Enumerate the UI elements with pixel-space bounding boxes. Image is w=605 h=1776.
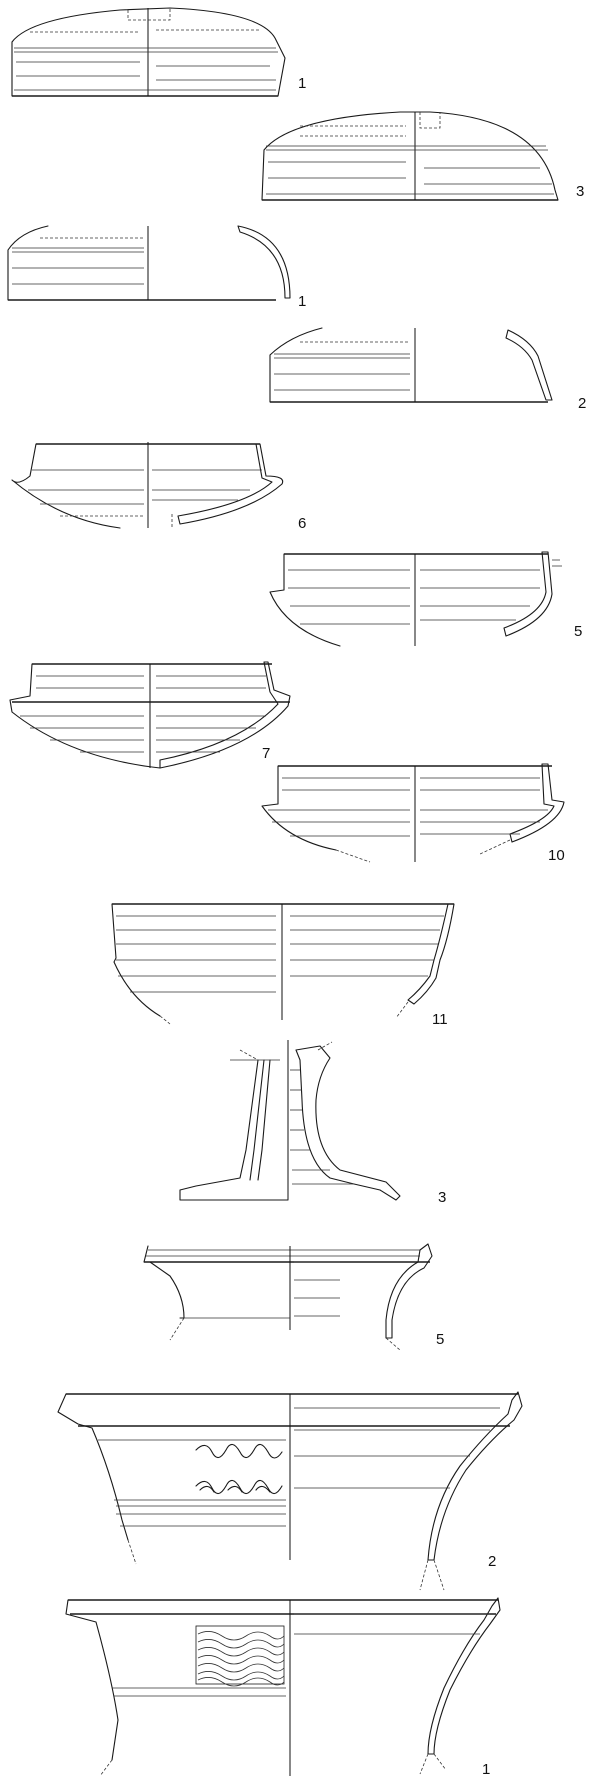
- vessel-label-6: 6: [298, 515, 306, 532]
- vessel-label-2-jar: 2: [488, 1553, 496, 1570]
- vessel-label-5-bowl: 5: [574, 623, 582, 640]
- vessel-label-5-jar: 5: [436, 1331, 444, 1348]
- vessel-label-11: 11: [432, 1011, 448, 1028]
- vessel-1: 1: [11, 7, 306, 97]
- vessel-7: 7: [9, 661, 291, 769]
- vessel-label-1-bowl: 1: [298, 293, 306, 310]
- vessel-label-1: 1: [298, 75, 306, 92]
- vessel-label-3-lid: 3: [576, 183, 584, 200]
- vessel-3-pedestal: 3: [179, 1040, 446, 1206]
- vessel-label-3-pedestal: 3: [438, 1189, 446, 1206]
- vessel-5-jar: 5: [143, 1243, 444, 1351]
- vessel-label-7: 7: [262, 745, 270, 762]
- vessel-label-1-jar: 1: [482, 1761, 490, 1776]
- vessel-3-lid: 3: [261, 111, 584, 201]
- vessel-1-bowl: 1: [7, 225, 306, 310]
- vessel-5-bowl: 5: [269, 551, 582, 647]
- vessel-label-2-bowl: 2: [578, 395, 586, 412]
- vessel-11: 11: [111, 903, 455, 1028]
- vessel-1-jar: 1: [65, 1597, 501, 1776]
- vessel-10: 10: [261, 763, 565, 864]
- vessel-2-bowl: 2: [269, 327, 586, 412]
- vessel-6: 6: [11, 442, 306, 532]
- vessel-label-10: 10: [548, 847, 565, 864]
- vessel-2-jar: 2: [57, 1391, 523, 1591]
